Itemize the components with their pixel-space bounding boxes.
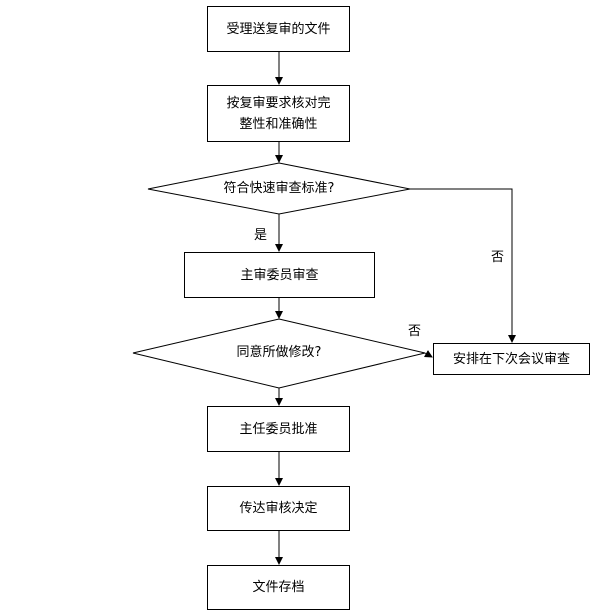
no-label-agree: 否 — [408, 324, 422, 339]
check-completeness-text-line1: 按复审要求核对完 — [226, 95, 331, 111]
fast-review-decision-text: 符合快速审查标准? — [223, 181, 335, 196]
fast-review-decision-diamond — [147, 162, 411, 215]
agree-decision-diamond — [132, 318, 426, 389]
chairman-approval-text: 主任委员批准 — [239, 421, 318, 437]
check-completeness-text-line2: 整性和准确性 — [239, 116, 318, 132]
yes-label: 是 — [254, 228, 268, 243]
next-meeting-box: 安排在下次会议审查 — [433, 343, 590, 375]
check-completeness-box: 按复审要求核对完 整性和准确性 — [207, 85, 350, 142]
chief-reviewer-text: 主审委员审查 — [240, 267, 319, 283]
arrow-fast-decision-no-branch — [410, 188, 516, 343]
chief-reviewer-box: 主审委员审查 — [184, 252, 375, 298]
archive-documents-box: 文件存档 — [207, 565, 350, 610]
arrow-agree-decision-no-branch — [423, 350, 433, 358]
communicate-decision-box: 传达审核决定 — [207, 486, 350, 531]
no-label-fast-review: 否 — [491, 250, 505, 265]
agree-decision-text: 同意所做修改? — [236, 345, 322, 360]
receive-documents-box: 受理送复审的文件 — [207, 6, 350, 52]
communicate-decision-text: 传达审核决定 — [239, 501, 318, 516]
next-meeting-text: 安排在下次会议审查 — [452, 351, 570, 367]
chairman-approval-box: 主任委员批准 — [207, 406, 350, 452]
receive-documents-text: 受理送复审的文件 — [226, 21, 331, 37]
archive-documents-text: 文件存档 — [252, 580, 305, 595]
